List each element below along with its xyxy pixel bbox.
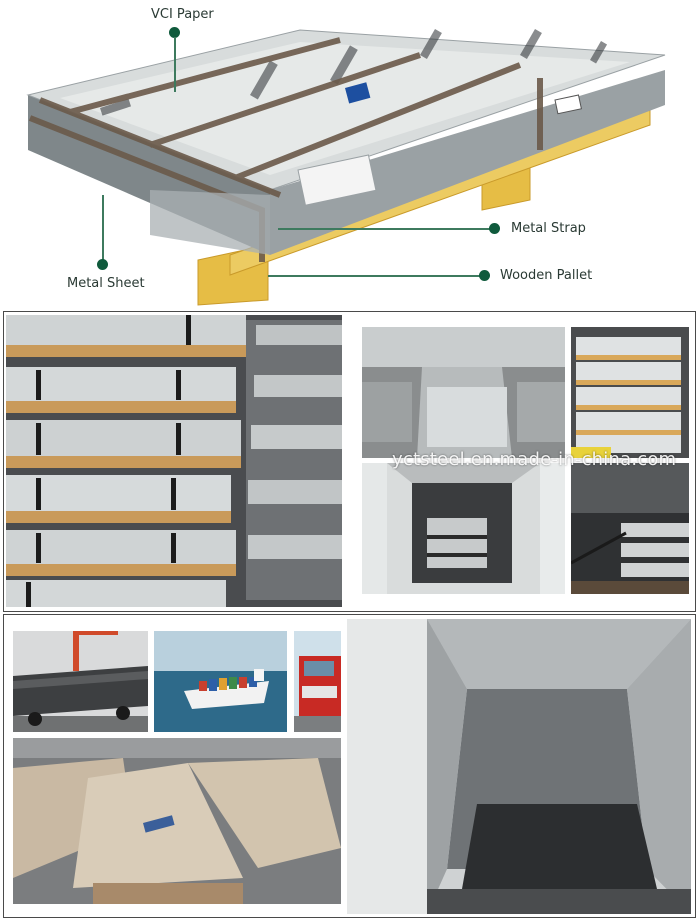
photo-truck-crane bbox=[13, 631, 148, 732]
callout-vci-paper-dot bbox=[169, 27, 180, 38]
container-interior-image bbox=[347, 619, 691, 914]
photo-container-interior bbox=[347, 619, 691, 914]
callout-vci-paper-line bbox=[174, 37, 176, 92]
callout-metal-strap-label: Metal Strap bbox=[511, 221, 586, 236]
packaged-sheets-warehouse-image bbox=[13, 738, 341, 904]
photo-container-ship bbox=[154, 631, 287, 732]
packaging-diagram: VCI Paper Metal Strap Wooden Pallet Meta… bbox=[0, 0, 700, 310]
container-loading-image bbox=[362, 463, 565, 594]
truck-crane-image bbox=[13, 631, 148, 732]
warehouse-steel-image bbox=[362, 327, 565, 458]
photo-container-loading bbox=[362, 463, 565, 594]
callout-metal-sheet-dot bbox=[97, 259, 108, 270]
callout-wooden-pallet-line bbox=[268, 275, 484, 277]
watermark-text: yctsteel.en.made-in-china.com bbox=[392, 449, 677, 470]
callout-metal-strap-line bbox=[278, 228, 496, 230]
photo-red-truck bbox=[294, 631, 341, 732]
callout-metal-sheet-line bbox=[102, 195, 104, 263]
callout-metal-sheet-label: Metal Sheet bbox=[67, 276, 145, 291]
photo-stacked-steel-sheets bbox=[6, 315, 342, 607]
red-truck-image bbox=[294, 631, 341, 732]
callout-wooden-pallet-label: Wooden Pallet bbox=[500, 268, 593, 283]
photo-container-strapped bbox=[571, 463, 689, 594]
container-strapped-image bbox=[571, 463, 689, 594]
stacked-steel-sheets-image bbox=[6, 315, 342, 607]
callout-wooden-pallet-dot bbox=[479, 270, 490, 281]
photo-stacked-bundles bbox=[571, 327, 689, 458]
callout-vci-paper-label: VCI Paper bbox=[151, 7, 214, 22]
stacked-bundles-image bbox=[571, 327, 689, 458]
callout-metal-strap-dot bbox=[489, 223, 500, 234]
photo-packaged-sheets-warehouse bbox=[13, 738, 341, 904]
container-ship-image bbox=[154, 631, 287, 732]
steel-package-illustration bbox=[26, 29, 666, 306]
photo-warehouse-steel bbox=[362, 327, 565, 458]
